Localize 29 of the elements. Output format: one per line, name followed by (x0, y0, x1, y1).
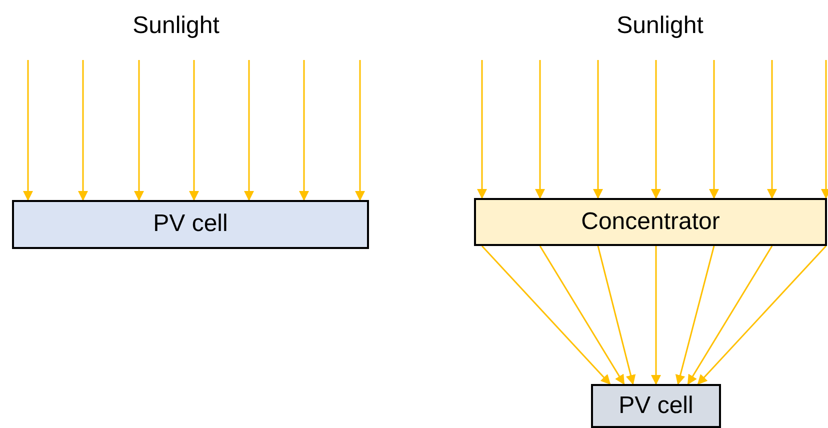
box-label: Concentrator (581, 208, 720, 236)
pv-cell-box (12, 200, 369, 249)
light-ray-arrow (189, 60, 199, 201)
light-ray-arrow (593, 60, 603, 199)
light-ray-arrow (78, 60, 88, 201)
light-ray-arrow (355, 60, 365, 201)
light-ray-arrow (539, 246, 625, 385)
light-ray-arrow (134, 60, 144, 201)
light-ray-arrow (597, 246, 636, 385)
pv-cell-box (591, 384, 721, 428)
light-ray-arrow (709, 60, 719, 199)
light-ray-arrow (651, 246, 661, 385)
sunlight-label: Sunlight (132, 12, 220, 41)
light-ray-arrow (697, 246, 827, 385)
light-ray-arrow (535, 60, 545, 199)
light-ray-arrow (23, 60, 33, 201)
light-ray-arrow (477, 60, 487, 199)
light-ray-arrow (244, 60, 254, 201)
light-ray-arrow (481, 246, 611, 385)
light-ray-arrow (299, 60, 309, 201)
light-ray-arrow (767, 60, 777, 199)
sunlight-label: Sunlight (616, 12, 704, 41)
light-ray-arrow (651, 60, 661, 199)
box-label: PV cell (153, 210, 228, 239)
light-ray-arrow (675, 246, 715, 385)
light-ray-arrow (687, 246, 773, 385)
box-label: PV cell (618, 392, 694, 420)
light-ray-arrow (821, 60, 828, 199)
concentrator-box (474, 198, 827, 246)
